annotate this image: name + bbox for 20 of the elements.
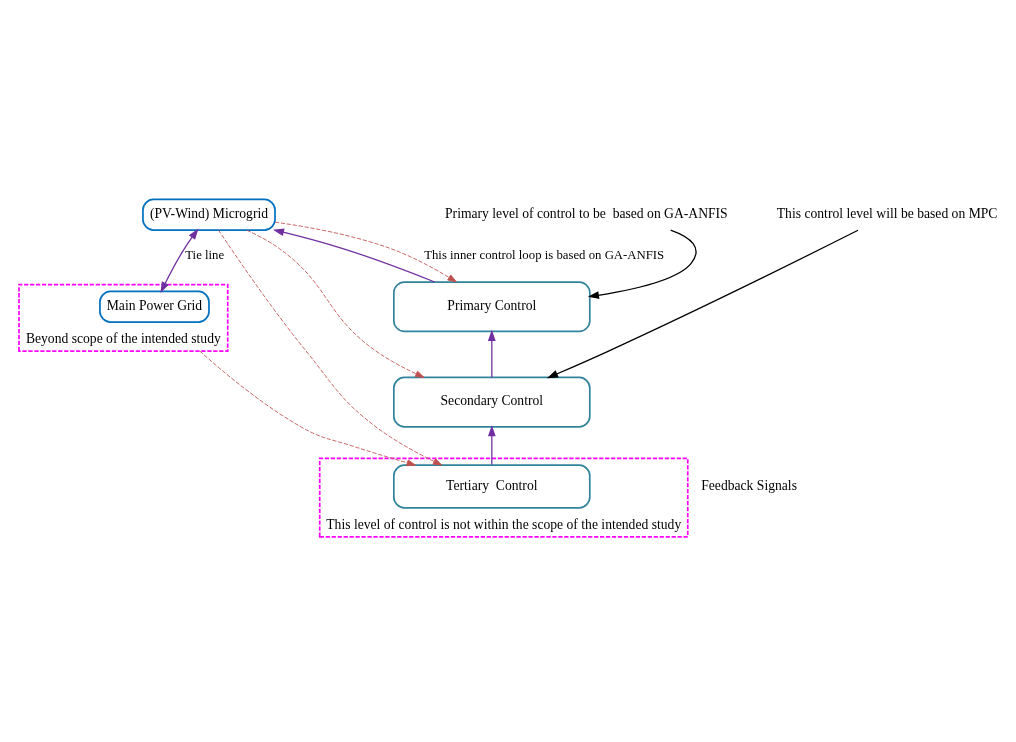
node-box: Tertiary Control [393, 463, 591, 509]
node-box: Main Power Grid [99, 290, 210, 323]
arrow [199, 350, 416, 466]
arrow [587, 229, 697, 299]
arrow [274, 221, 457, 282]
arrow [160, 228, 199, 293]
node-box: Primary Control [393, 280, 591, 332]
edge-label: This inner control loop is based on GA-ANFIS [424, 247, 665, 262]
edge-label: Tie line [185, 247, 225, 262]
arrow [487, 424, 496, 465]
arrow [487, 329, 496, 378]
arrow [272, 228, 436, 283]
node-box: (PV-Wind) Microgrid [142, 198, 276, 231]
node-box: Secondary Control [393, 376, 591, 428]
node-text: Primary level of control to be based on GA-ANFIS [445, 205, 728, 221]
arrow [246, 229, 425, 378]
label: Feedback Signals [701, 477, 797, 493]
node-text: This control level will be based on MPC [776, 205, 998, 221]
arrow [546, 229, 859, 378]
arrow [218, 229, 443, 466]
